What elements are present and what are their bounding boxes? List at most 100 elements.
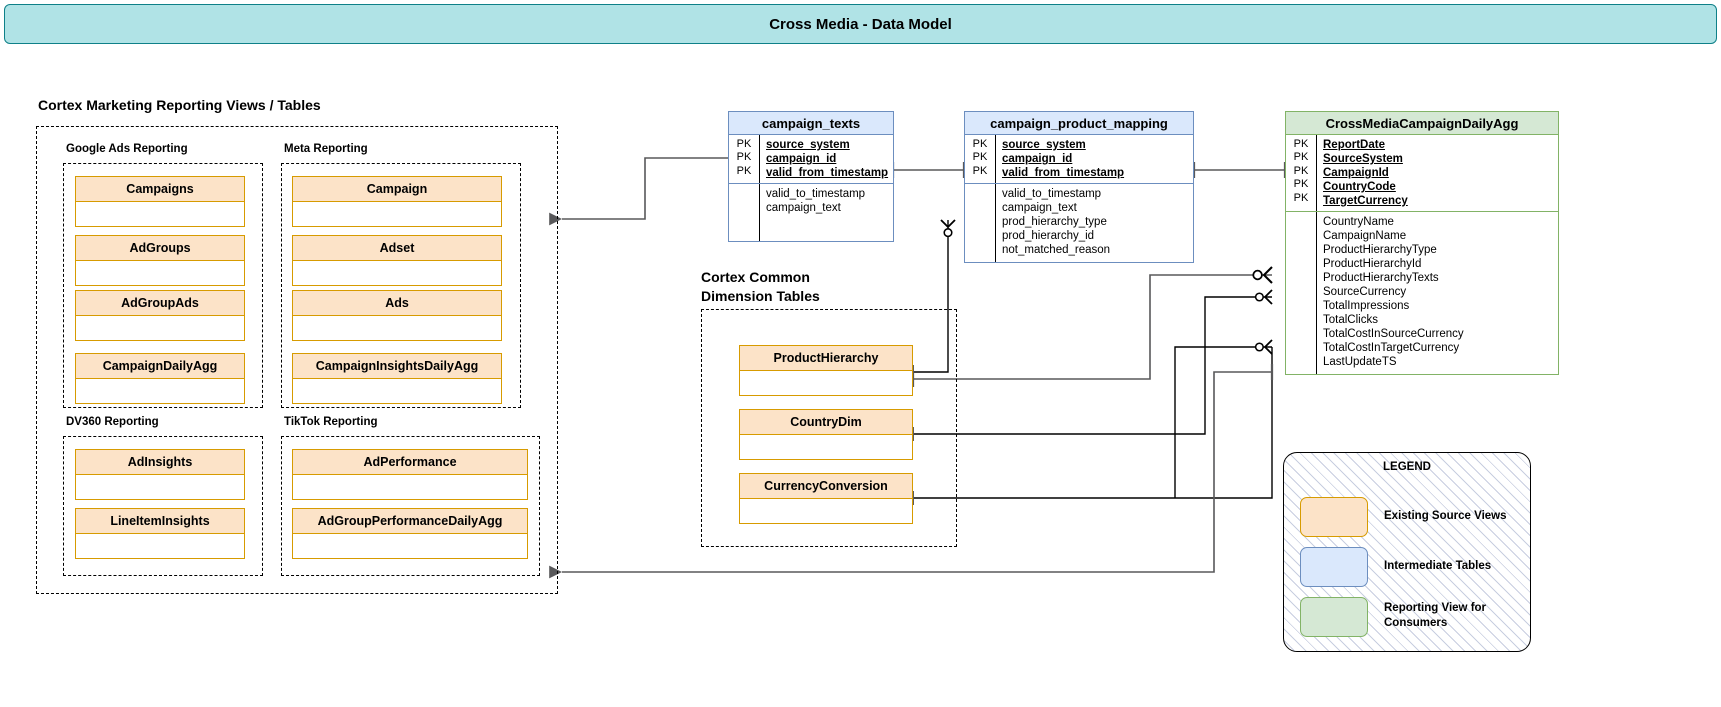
entity-body: [75, 475, 245, 500]
key-field-column: ReportDate SourceSystem CampaignId Count…: [1317, 135, 1558, 211]
table-title: campaign_product_mapping: [964, 111, 1194, 135]
key-field: source_system: [1002, 139, 1086, 151]
entity-body: [292, 475, 528, 500]
entity-body: [75, 261, 245, 286]
table-campaign-product-mapping[interactable]: campaign_product_mapping PK PK PK source…: [964, 111, 1194, 264]
legend-label-reporting-view: Reporting View for Consumers: [1384, 602, 1487, 629]
table-title: campaign_texts: [728, 111, 894, 135]
pk-label: PK: [736, 138, 752, 150]
table-key-section: PK PK PK source_system campaign_id valid…: [728, 135, 894, 185]
entity-title: CurrencyConversion: [739, 473, 913, 499]
subgroup-title-dv360: DV360 Reporting: [66, 416, 159, 428]
entity-adgroups[interactable]: AdGroups: [75, 235, 245, 286]
subgroup-container-tiktok: [281, 436, 540, 576]
key-field: ReportDate: [1323, 139, 1385, 151]
entity-body: [739, 435, 913, 460]
legend-label-source-views: Existing Source Views: [1384, 510, 1507, 522]
key-field: valid_from_timestamp: [1002, 167, 1125, 180]
entity-adset[interactable]: Adset: [292, 235, 502, 286]
pk-label: PK: [736, 164, 752, 177]
entity-body: [292, 379, 502, 404]
key-field-column: source_system campaign_id valid_from_tim…: [760, 135, 893, 183]
entity-lineiteminsights[interactable]: LineItemInsights: [75, 508, 245, 559]
entity-ads[interactable]: Ads: [292, 290, 502, 341]
key-field: CountryCode: [1323, 181, 1396, 194]
entity-body: [75, 534, 245, 559]
field: valid_to_timestamp: [1002, 188, 1102, 201]
entity-body: [739, 499, 913, 524]
pk-label: PK: [972, 138, 988, 150]
key-field-column: source_system campaign_id valid_from_tim…: [996, 135, 1193, 183]
subgroup-title-tiktok: TikTok Reporting: [284, 416, 378, 428]
key-field: campaign_id: [1002, 153, 1073, 166]
field: LastUpdateTS: [1323, 356, 1397, 369]
entity-adinsights[interactable]: AdInsights: [75, 449, 245, 500]
entity-body: [292, 202, 502, 227]
entity-body: [75, 379, 245, 404]
entity-body: [292, 534, 528, 559]
legend-swatch-reporting-view: [1300, 597, 1368, 637]
entity-title: Adset: [292, 235, 502, 261]
entity-adgroupperformancedailyagg[interactable]: AdGroupPerformanceDailyAgg: [292, 508, 528, 559]
entity-body: [292, 316, 502, 341]
entity-campaigndailyagg[interactable]: CampaignDailyAgg: [75, 353, 245, 404]
entity-countrydim[interactable]: CountryDim: [739, 409, 913, 460]
key-marker-column: PK PK PK PK PK: [1286, 135, 1317, 212]
field: TotalCostInSourceCurrency: [1323, 328, 1464, 341]
subgroup-container-meta: [281, 163, 521, 408]
entity-title: CountryDim: [739, 409, 913, 435]
table-crossmediacampaigndailyagg[interactable]: CrossMediaCampaignDailyAgg PK PK PK PK P…: [1285, 111, 1559, 376]
pk-label: PK: [1293, 191, 1309, 204]
subgroup-container-google-ads: [63, 163, 263, 408]
entity-campaigninsightsdailyagg[interactable]: CampaignInsightsDailyAgg: [292, 353, 502, 404]
entity-title: AdPerformance: [292, 449, 528, 475]
field: ProductHierarchyId: [1323, 258, 1422, 271]
field: TotalClicks: [1323, 314, 1378, 327]
entity-title: AdInsights: [75, 449, 245, 475]
reporting-group-container: [36, 126, 558, 594]
entity-adperformance[interactable]: AdPerformance: [292, 449, 528, 500]
field: not_matched_reason: [1002, 244, 1111, 257]
entity-title: Campaign: [292, 176, 502, 202]
key-field: campaign_id: [766, 153, 837, 166]
entity-adgroupads[interactable]: AdGroupAds: [75, 290, 245, 341]
field: CountryName: [1323, 216, 1394, 229]
entity-campaign[interactable]: Campaign: [292, 176, 502, 227]
field: valid_to_timestamp: [766, 188, 866, 201]
pk-label: PK: [736, 151, 752, 164]
pk-label: PK: [1293, 151, 1309, 164]
entity-title: ProductHierarchy: [739, 345, 913, 371]
subgroup-container-dv360: [63, 436, 263, 576]
entity-producthierarchy[interactable]: ProductHierarchy: [739, 345, 913, 396]
table-field-section: valid_to_timestamp campaign_text: [728, 184, 894, 243]
dimension-group-container: [701, 309, 957, 547]
field: campaign_text: [766, 202, 841, 215]
entity-campaigns[interactable]: Campaigns: [75, 176, 245, 227]
subgroup-title-meta: Meta Reporting: [284, 143, 368, 155]
field-column: valid_to_timestamp campaign_text: [760, 184, 893, 241]
table-field-section: valid_to_timestamp campaign_text prod_hi…: [964, 184, 1194, 264]
table-campaign-texts[interactable]: campaign_texts PK PK PK source_system ca…: [728, 111, 894, 243]
entity-title: LineItemInsights: [75, 508, 245, 534]
field: CampaignName: [1323, 230, 1407, 243]
legend-title: LEGEND: [1383, 461, 1431, 473]
field-column: CountryName CampaignName ProductHierarch…: [1317, 212, 1558, 374]
field: prod_hierarchy_id: [1002, 230, 1095, 243]
legend-swatch-intermediate-tables: [1300, 547, 1368, 587]
entity-currencyconversion[interactable]: CurrencyConversion: [739, 473, 913, 524]
key-marker-column: PK PK PK: [729, 135, 760, 184]
dimension-group-title: Cortex Common Dimension Tables: [701, 269, 820, 304]
subgroup-title-google-ads: Google Ads Reporting: [66, 143, 188, 155]
entity-title: CampaignDailyAgg: [75, 353, 245, 379]
key-field: CampaignId: [1323, 167, 1389, 180]
key-marker-column: [729, 184, 760, 242]
field: ProductHierarchyType: [1323, 244, 1437, 257]
diagram-title: Cross Media - Data Model: [769, 15, 952, 33]
key-marker-column: [965, 184, 996, 263]
field: TotalImpressions: [1323, 300, 1410, 313]
legend-label-intermediate-tables: Intermediate Tables: [1384, 560, 1492, 572]
table-key-section: PK PK PK source_system campaign_id valid…: [964, 135, 1194, 185]
entity-title: AdGroups: [75, 235, 245, 261]
pk-label: PK: [972, 164, 988, 177]
